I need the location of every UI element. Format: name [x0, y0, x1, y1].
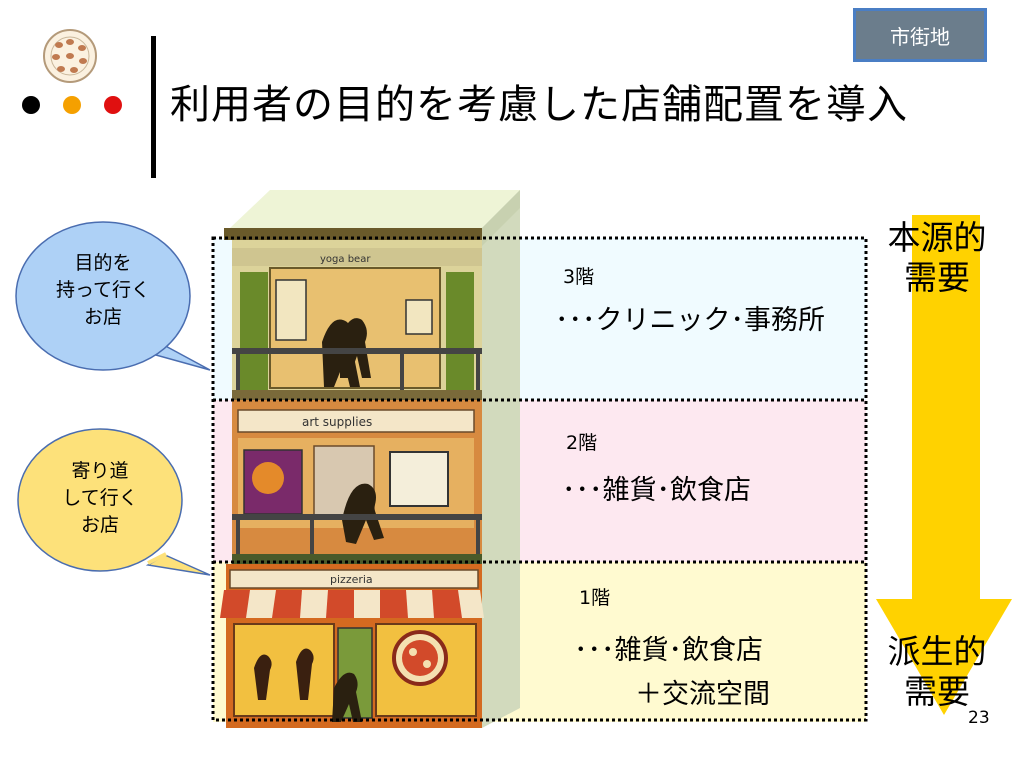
floor-1-desc-line1: ･･･雑貨･飲食店 [574, 635, 763, 666]
floor-3-desc: ･･･クリニック･事務所 [555, 305, 825, 336]
page-number: 23 [968, 708, 990, 728]
red-dot [104, 96, 122, 114]
demand-arrow [876, 215, 1012, 715]
bubble-detour-text: 寄り道 して行く お店 [62, 460, 138, 536]
orange-dot [63, 96, 81, 114]
floor-1-label: 1階 [579, 587, 611, 609]
category-tag: 市街地 [853, 8, 987, 62]
building-illustration: yoga bear art supplies pizzeria [220, 190, 520, 728]
sign-3f: yoga bear [320, 254, 371, 265]
floor-outlines [211, 236, 868, 722]
page-title: 利用者の目的を考慮した店舗配置を導入 [170, 82, 908, 128]
bubble-purpose-text: 目的を 持って行く お店 [55, 252, 151, 328]
floor-1-desc-line2: ＋交流空間 [608, 679, 770, 710]
arrow-bottom-label: 派生的 需要 [887, 632, 987, 711]
lotus-logo [43, 29, 97, 83]
title-divider [151, 36, 156, 178]
bubble-detour-shape [17, 428, 211, 576]
black-dot [22, 96, 40, 114]
sign-1f: pizzeria [330, 573, 373, 586]
arrow-top-label: 本源的 需要 [887, 218, 987, 297]
bubble-purpose-shape [15, 221, 211, 371]
floor-2-desc: ･･･雑貨･飲食店 [562, 475, 751, 506]
floor-2-label: 2階 [566, 432, 598, 454]
floor-3-label: 3階 [563, 266, 595, 288]
awning [220, 590, 484, 618]
sign-2f: art supplies [302, 415, 372, 429]
